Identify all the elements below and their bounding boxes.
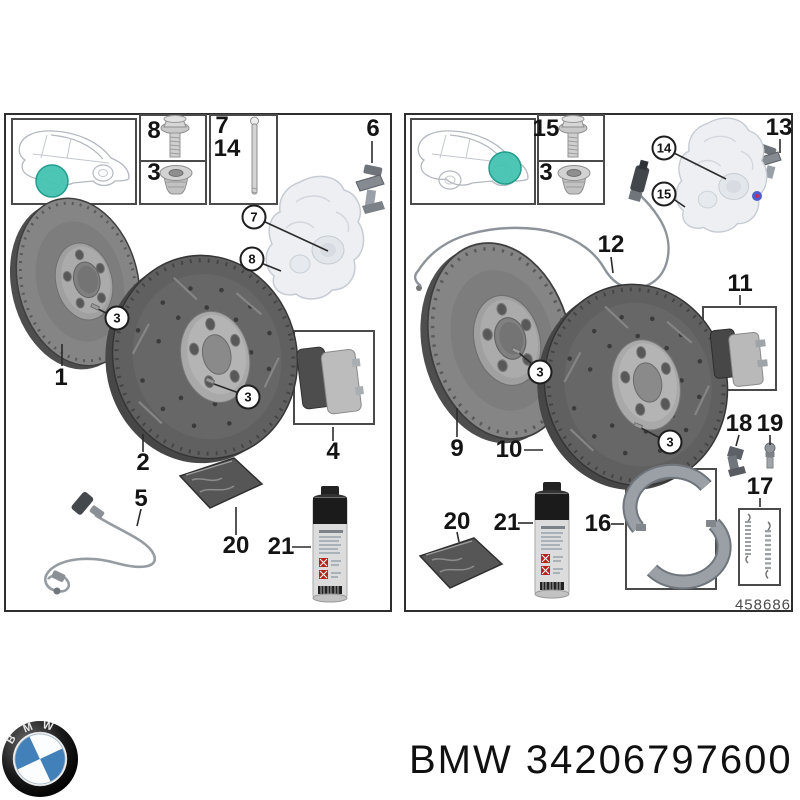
logo-letter-m: M <box>22 721 35 736</box>
label-pads-4: 4 <box>326 438 340 465</box>
rear-car-inset-box <box>410 118 536 205</box>
label-clip-6: 6 <box>366 115 380 142</box>
label-plug-3: 3 <box>147 159 161 186</box>
label-spray-21-rear: 21 <box>493 509 521 536</box>
logo-letter-w: W <box>41 719 55 733</box>
label-retainer-18: 18 <box>725 410 753 437</box>
front-car-inset-box <box>11 118 137 205</box>
logo-letter-b: B <box>4 733 18 746</box>
label-packet-20-rear: 20 <box>443 508 471 535</box>
label-bolt-15: 15 <box>532 115 560 142</box>
label-springs-17: 17 <box>746 473 774 500</box>
callout-caliper-14: 14 <box>651 135 677 161</box>
label-pads-11: 11 <box>727 270 753 297</box>
label-disc-10: 10 <box>495 436 523 463</box>
label-spray-21: 21 <box>267 533 295 560</box>
label-disc-1: 1 <box>54 364 68 391</box>
bmw-logo: B M W <box>2 719 78 797</box>
label-packet-20: 20 <box>222 532 250 559</box>
callout-hub-3-front-a: 3 <box>104 305 130 331</box>
callout-hub-3-rear-b: 3 <box>657 429 683 455</box>
label-sensor-5: 5 <box>134 485 148 512</box>
diagram-sheet-number: 458686 <box>734 596 792 614</box>
callout-caliper-15: 15 <box>651 181 677 207</box>
rear-bolt-plug-divider <box>539 160 603 162</box>
label-pin-19: 19 <box>756 410 784 437</box>
part-number-caption: BMW 34206797600 <box>409 738 793 782</box>
label-clip-13: 13 <box>765 114 793 141</box>
rear-shoes-box <box>625 468 717 590</box>
label-shoes-16: 16 <box>584 510 612 537</box>
callout-hub-3-front-b: 3 <box>235 384 261 410</box>
front-bolt-plug-divider <box>141 160 205 162</box>
rear-pads-box <box>702 306 777 391</box>
rear-springs-box <box>738 508 781 586</box>
label-disc-9: 9 <box>450 435 464 462</box>
front-pads-box <box>293 330 375 425</box>
callout-hub-3-rear-a: 3 <box>527 359 553 385</box>
label-wire-12: 12 <box>597 231 625 258</box>
label-plug-3-rear: 3 <box>539 159 553 186</box>
callout-caliper-8: 8 <box>239 246 265 272</box>
label-pin-14: 14 <box>213 135 241 162</box>
label-bolt-8: 8 <box>147 117 161 144</box>
callout-caliper-7: 7 <box>241 204 267 230</box>
label-disc-2: 2 <box>136 449 150 476</box>
label-pin-7: 7 <box>215 112 229 139</box>
front-guide-pin-box <box>209 114 278 205</box>
